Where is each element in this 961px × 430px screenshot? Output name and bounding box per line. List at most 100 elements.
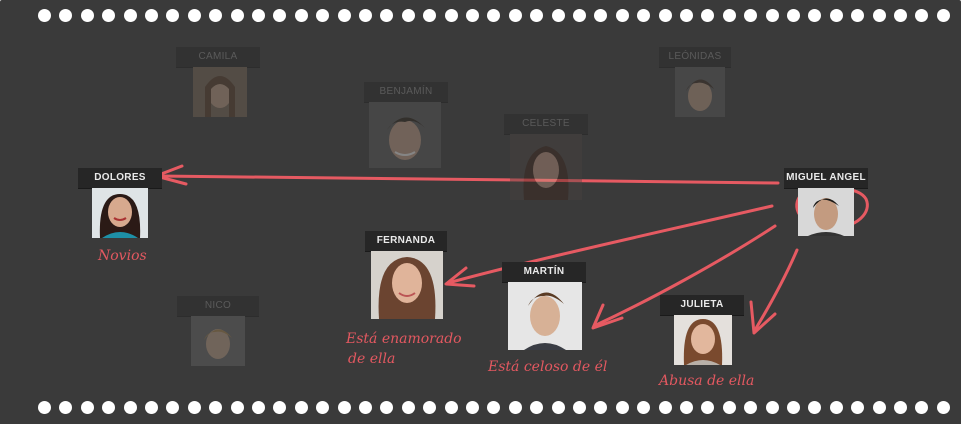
film-hole: [744, 401, 757, 414]
film-hole: [252, 401, 265, 414]
node-name: MIGUEL ANGEL: [784, 168, 868, 188]
node-celeste: CELESTE: [504, 114, 588, 202]
arrowhead-fernanda: [444, 266, 476, 288]
film-hole: [701, 401, 714, 414]
film-hole: [787, 9, 800, 22]
film-hole: [359, 9, 372, 22]
film-hole: [851, 401, 864, 414]
node-name: LEÓNIDAS: [659, 47, 731, 67]
node-nico: NICO: [177, 296, 261, 368]
film-hole: [38, 9, 51, 22]
film-hole: [616, 9, 629, 22]
arrow-miguel-to-julieta: [753, 248, 799, 332]
film-hole: [637, 401, 650, 414]
node-benjamin: BENJAMÍN: [364, 82, 448, 170]
film-hole: [380, 401, 393, 414]
film-hole: [509, 9, 522, 22]
film-hole: [380, 9, 393, 22]
film-hole: [59, 401, 72, 414]
film-hole: [530, 401, 543, 414]
node-dolores: DOLORES: [78, 168, 164, 240]
node-name: CELESTE: [504, 114, 588, 134]
film-hole: [873, 9, 886, 22]
film-hole: [701, 9, 714, 22]
arrowhead-julieta: [749, 300, 777, 335]
film-hole: [851, 9, 864, 22]
portrait-julieta: [674, 315, 732, 365]
film-hole: [423, 401, 436, 414]
film-hole: [209, 401, 222, 414]
arrow-miguel-to-dolores: [156, 174, 780, 185]
film-hole: [188, 401, 201, 414]
film-hole: [937, 401, 950, 414]
film-hole: [124, 401, 137, 414]
film-hole: [723, 9, 736, 22]
portrait-fernanda: [371, 251, 443, 319]
film-hole: [787, 401, 800, 414]
relation-label-fernanda-line2: de ella: [348, 351, 396, 367]
film-hole: [359, 401, 372, 414]
film-hole: [102, 401, 115, 414]
film-hole: [402, 9, 415, 22]
film-hole: [659, 9, 672, 22]
portrait-camila: [193, 67, 247, 117]
film-hole: [937, 9, 950, 22]
arrow-miguel-to-martin: [592, 224, 777, 328]
film-hole: [402, 401, 415, 414]
film-hole: [316, 9, 329, 22]
portrait-martin: [508, 282, 582, 350]
film-hole: [680, 401, 693, 414]
film-hole: [830, 9, 843, 22]
relation-label-martin: Está celoso de él: [488, 359, 608, 375]
portrait-leonidas: [675, 67, 725, 117]
film-hole: [466, 9, 479, 22]
node-name: JULIETA: [660, 295, 744, 315]
film-hole: [616, 401, 629, 414]
film-hole: [338, 401, 351, 414]
node-miguel-angel: MIGUEL ANGEL: [784, 168, 870, 240]
node-name: FERNANDA: [365, 231, 447, 251]
arrowhead-martin: [591, 303, 624, 330]
film-hole: [81, 9, 94, 22]
film-hole: [766, 401, 779, 414]
film-hole: [573, 401, 586, 414]
node-name: DOLORES: [78, 168, 162, 188]
film-hole: [873, 401, 886, 414]
film-perforation-top: [0, 0, 961, 30]
node-name: NICO: [177, 296, 259, 316]
film-hole: [231, 9, 244, 22]
film-hole: [445, 9, 458, 22]
film-hole: [81, 401, 94, 414]
film-hole: [894, 401, 907, 414]
film-hole: [295, 401, 308, 414]
relation-label-julieta: Abusa de ella: [659, 373, 755, 389]
film-hole: [38, 401, 51, 414]
film-hole: [808, 401, 821, 414]
node-name: CAMILA: [176, 47, 260, 67]
film-hole: [594, 9, 607, 22]
film-hole: [894, 9, 907, 22]
portrait-benjamin: [369, 102, 441, 168]
film-hole: [509, 401, 522, 414]
film-hole: [316, 401, 329, 414]
film-hole: [573, 9, 586, 22]
film-hole: [466, 401, 479, 414]
film-hole: [530, 9, 543, 22]
film-hole: [166, 9, 179, 22]
portrait-nico: [191, 316, 245, 366]
film-hole: [231, 401, 244, 414]
film-hole: [552, 9, 565, 22]
node-camila: CAMILA: [176, 47, 262, 119]
portrait-miguel-angel: [798, 188, 854, 236]
film-hole: [680, 9, 693, 22]
film-hole: [166, 401, 179, 414]
film-hole: [744, 9, 757, 22]
film-hole: [487, 401, 500, 414]
film-hole: [445, 401, 458, 414]
portrait-dolores: [92, 188, 148, 238]
film-hole: [188, 9, 201, 22]
film-hole: [423, 9, 436, 22]
film-hole: [830, 401, 843, 414]
film-hole: [338, 9, 351, 22]
